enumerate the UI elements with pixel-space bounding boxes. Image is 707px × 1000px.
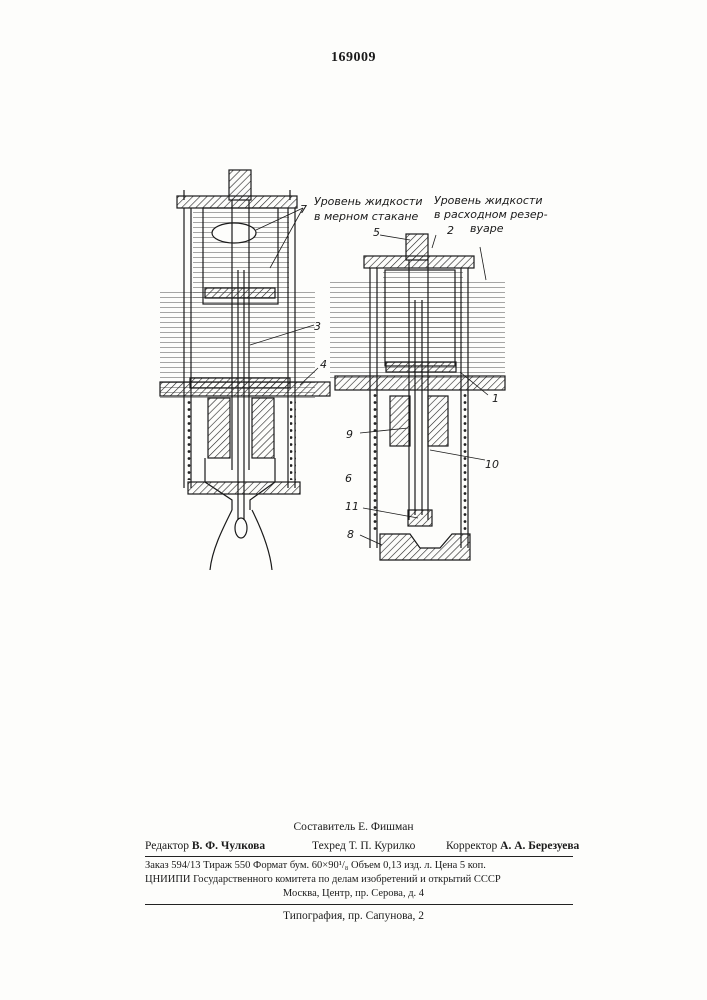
editor-name: В. Ф. Чулкова bbox=[192, 840, 265, 852]
part-number-8: 8 bbox=[347, 528, 354, 541]
part-number-6: 6 bbox=[345, 472, 352, 485]
imprint-address-line: Москва, Центр, пр. Серова, д. 4 bbox=[0, 888, 707, 899]
part-number-7: 7 bbox=[300, 203, 307, 216]
imprint-corrector: Корректор А. А. Березуева bbox=[446, 840, 579, 852]
part-number-5: 5 bbox=[373, 226, 380, 239]
left-assembly bbox=[160, 170, 330, 570]
imprint-rule-bottom bbox=[145, 904, 573, 905]
imprint-institute-line: ЦНИИПИ Государственного комитета по дела… bbox=[145, 874, 501, 885]
part-number-1: 1 bbox=[492, 392, 499, 405]
techred-name: Т. П. Курилко bbox=[349, 840, 416, 852]
left-level-label-line1: Уровень жидкости bbox=[314, 195, 422, 208]
imprint-editor: Редактор В. Ф. Чулкова bbox=[145, 840, 265, 852]
part-number-2: 2 bbox=[447, 224, 454, 237]
corrector-label: Корректор bbox=[446, 840, 497, 852]
techred-label: Техред bbox=[312, 840, 346, 852]
part-number-10: 10 bbox=[485, 458, 499, 471]
right-level-label-line2: в расходном резер- bbox=[434, 208, 548, 221]
right-level-label-line1: Уровень жидкости bbox=[434, 194, 542, 207]
part-number-9: 9 bbox=[346, 428, 353, 441]
imprint-rule-top bbox=[145, 856, 573, 857]
part-number-3: 3 bbox=[314, 320, 321, 333]
right-level-label-line3: вуаре bbox=[470, 222, 504, 235]
corrector-name: А. А. Березуева bbox=[500, 840, 579, 852]
left-level-label-line2: в мерном стакане bbox=[314, 210, 419, 223]
imprint-order-line: Заказ 594/13 Тираж 550 Формат бум. 60×90… bbox=[145, 860, 486, 871]
imprint-techred: Техред Т. П. Курилко bbox=[312, 840, 415, 852]
part-number-4: 4 bbox=[320, 358, 327, 371]
part-number-11: 11 bbox=[345, 500, 359, 513]
editor-label: Редактор bbox=[145, 840, 189, 852]
imprint-printing-line: Типография, пр. Сапунова, 2 bbox=[0, 910, 707, 922]
imprint-compiler: Составитель Е. Фишман bbox=[0, 821, 707, 833]
